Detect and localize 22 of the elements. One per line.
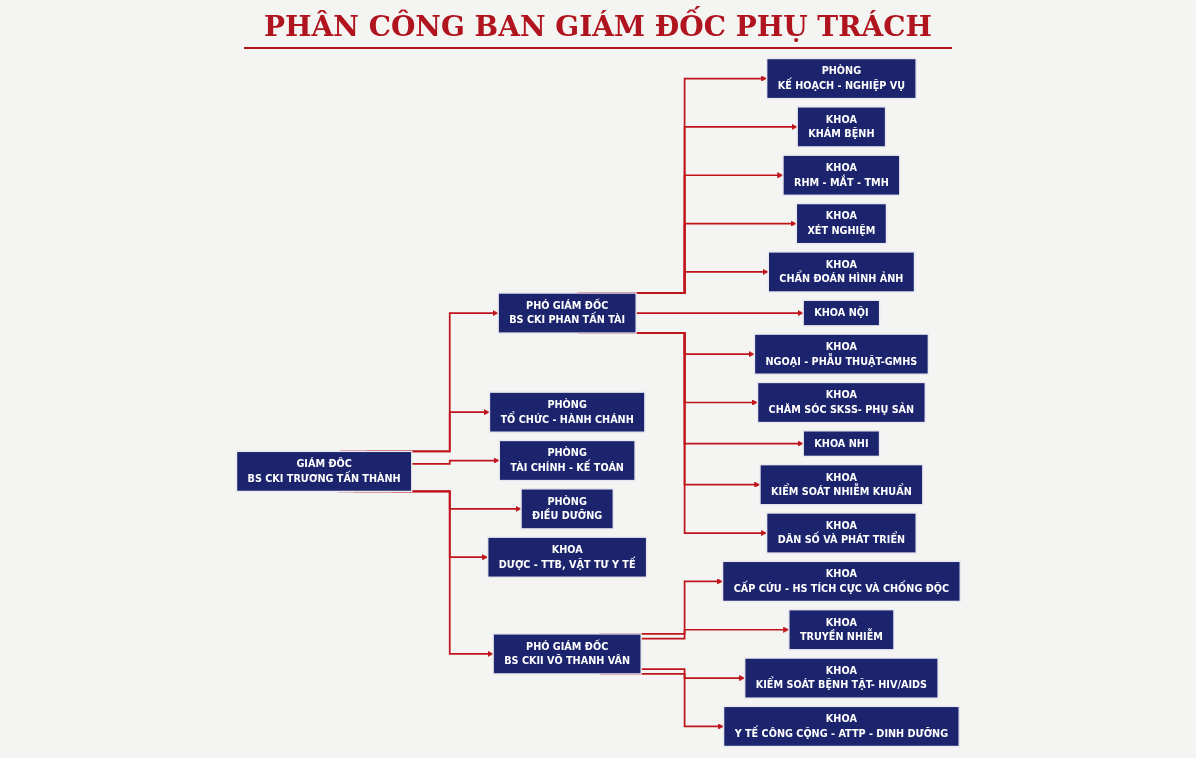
node-box: PHÒNG ĐIỀU DƯỠNG [520,488,614,530]
node-box: KHOA CẤP CỨU - HS TÍCH CỰC VÀ CHỐNG ĐỘC [721,560,961,603]
node-box: KHOA KIỂM SOÁT BỆNH TẬT- HIV/AIDS [743,657,939,699]
node-box: KHOA KIỂM SOÁT NHIỄM KHUẨN [758,463,924,506]
node-box: KHOA NHI [802,430,880,458]
node-box: KHOA DÂN SỐ VÀ PHÁT TRIỂN [765,512,917,554]
node-box: KHOA XÉT NGHIỆM [795,202,887,245]
node-box: KHOA RHM - MẮT - TMH [781,154,901,196]
node-box: PHÓ GIÁM ĐỐC BS CKI PHAN TẤN TÀI [497,292,637,334]
node-box: KHOA KHÁM BỆNH [796,106,886,148]
node-box: GIÁM ĐỐC BS CKI TRƯƠNG TẤN THÀNH [235,450,413,493]
node-box: PHÒNG KẾ HOẠCH - NGHIỆP VỤ [765,57,917,100]
node-box: KHOA CHĂM SÓC SKSS- PHỤ SẢN [756,381,926,424]
node-box: KHOA CHẨN ĐOÁN HÌNH ẢNH [767,251,915,293]
node-box: KHOA TRUYỀN NHIỄM [787,609,895,651]
node-box: KHOA Y TẾ CÔNG CỘNG - ATTP - DINH DƯỠNG [722,705,960,748]
node-box: KHOA NỘI [802,299,880,327]
node-box: KHOA DƯỢC - TTB, VẬT TƯ Y TẾ [486,536,647,578]
node-box: KHOA NGOẠI - PHẪU THUẬT-GMHS [753,333,929,375]
node-box: PHÒNG TỔ CHỨC - HÀNH CHÁNH [488,391,646,433]
node-box: PHÓ GIÁM ĐỐC BS CKII VÕ THANH VÂN [492,633,642,675]
node-box: PHÒNG TÀI CHÍNH - KẾ TOÁN [498,439,636,482]
